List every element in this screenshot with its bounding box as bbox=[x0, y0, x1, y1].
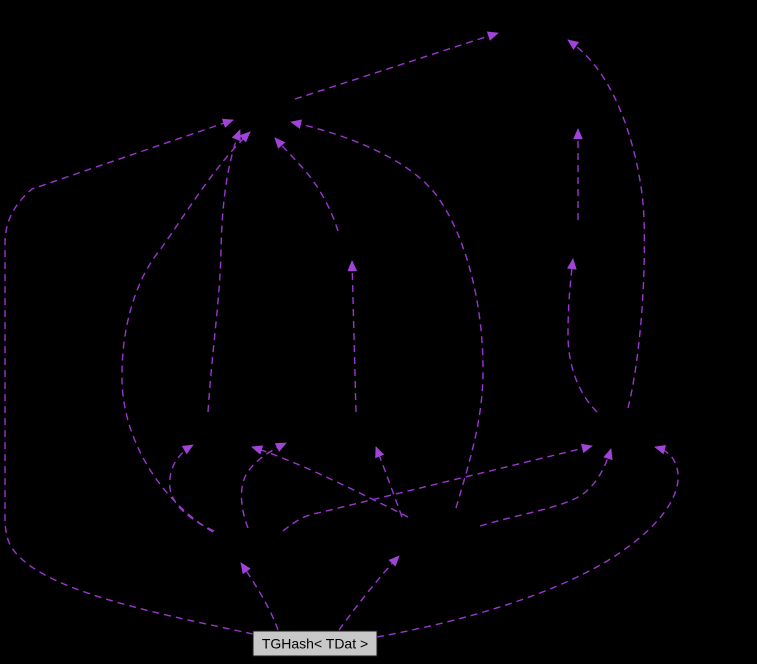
edge-node-j-to-node-e bbox=[567, 258, 598, 413]
edge-node-k-to-node-g bbox=[375, 446, 403, 518]
edge-node-l-to-node-i bbox=[169, 444, 215, 532]
edge-node-k-to-node-f bbox=[251, 445, 409, 518]
edge-node-i-to-hub bbox=[207, 129, 241, 413]
edge-node-l-to-node-j bbox=[282, 443, 593, 532]
edge-node-g-to-node-h bbox=[347, 260, 358, 413]
edge-tghash-to-node-l bbox=[240, 562, 279, 631]
node-layer: TGHash< TDat > bbox=[252, 630, 378, 657]
edge-node-h-to-hub bbox=[274, 137, 339, 232]
tghash-node-label: TGHash< TDat > bbox=[262, 636, 368, 652]
edge-node-k-to-node-j bbox=[479, 448, 613, 527]
tghash-node[interactable] bbox=[252, 630, 378, 657]
edges-layer bbox=[4, 31, 679, 638]
edge-node-k-to-hub-big-arc bbox=[290, 119, 484, 509]
edge-tghash-to-node-j bbox=[376, 444, 679, 638]
edge-node-l-to-node-f bbox=[240, 442, 287, 529]
edge-node-j-to-top-node bbox=[567, 39, 646, 409]
edge-node-l-to-hub bbox=[121, 131, 251, 533]
edge-tghash-to-node-k bbox=[338, 555, 400, 631]
edge-tghash-to-hub-left-margin bbox=[4, 118, 254, 635]
